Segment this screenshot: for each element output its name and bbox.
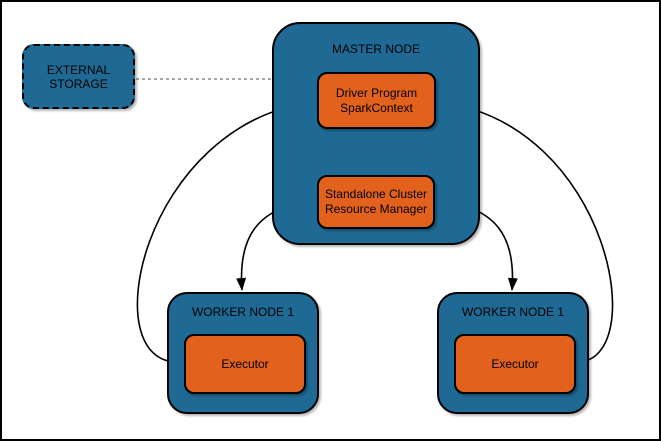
- executor-box-left: Executor: [184, 334, 306, 394]
- worker-node-right: WORKER NODE 1 Executor: [437, 292, 589, 414]
- resource-manager-label-line1: Standalone Cluster: [324, 187, 428, 201]
- worker-node-left: WORKER NODE 1 Executor: [167, 292, 319, 414]
- external-storage-label-line2: STORAGE: [49, 76, 108, 91]
- executor-box-right: Executor: [454, 334, 576, 394]
- worker-node-left-label: WORKER NODE 1: [191, 305, 294, 319]
- external-storage-label-line1: EXTERNAL: [46, 62, 111, 77]
- executor-right-label: Executor: [491, 356, 539, 371]
- external-storage-node: EXTERNAL STORAGE: [22, 44, 135, 109]
- driver-program-box: Driver Program SparkContext: [317, 72, 436, 129]
- resource-manager-label-line2: Resource Manager: [324, 202, 428, 216]
- resource-manager-box: Standalone Cluster Resource Manager: [317, 175, 435, 229]
- driver-program-label-line2: SparkContext: [340, 100, 413, 115]
- executor-left-label: Executor: [221, 356, 269, 371]
- worker-node-right-label: WORKER NODE 1: [461, 305, 564, 319]
- master-node-label: MASTER NODE: [331, 42, 420, 56]
- master-node: MASTER NODE: [272, 22, 480, 245]
- driver-program-label-line1: Driver Program: [335, 85, 418, 100]
